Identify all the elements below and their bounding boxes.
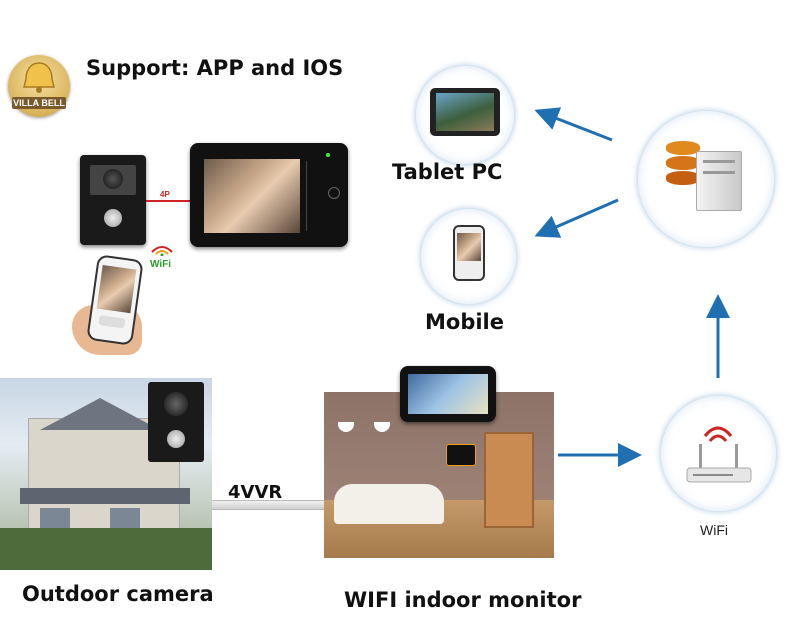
logo-text: VILLA BELL <box>12 97 66 109</box>
wifi-router-icon <box>686 426 752 483</box>
tablet-pc-node <box>415 65 515 165</box>
camera-lens-icon <box>103 169 123 189</box>
arrow-server-to-mobile <box>534 198 619 238</box>
server-tower-icon <box>696 151 742 211</box>
indoor-room-image <box>324 392 554 558</box>
monitor-screen <box>204 159 300 233</box>
tablet-pc-label: Tablet PC <box>392 160 503 184</box>
room-monitor-device <box>400 366 496 422</box>
cable-label: 4VVR <box>228 482 283 503</box>
support-heading: Support: APP and IOS <box>86 56 344 80</box>
database-icon <box>666 141 700 185</box>
doorbell-camera-unit <box>80 155 146 245</box>
wifi-node-label: WiFi <box>700 522 728 538</box>
cloud-server-node <box>637 110 775 248</box>
outdoor-camera-label: Outdoor camera <box>22 582 214 606</box>
power-led-icon <box>326 153 330 157</box>
tablet-icon <box>430 88 500 136</box>
connector-label: 4P <box>160 190 170 199</box>
mobile-node <box>420 208 517 305</box>
arrow-server-to-tablet <box>534 107 613 142</box>
call-button-icon <box>104 209 122 227</box>
mobile-phone-icon <box>453 225 485 281</box>
indoor-monitor-label: WIFI indoor monitor <box>344 588 582 612</box>
villa-bell-logo: VILLA BELL <box>8 55 70 117</box>
camera-lens-icon <box>164 392 188 416</box>
bell-icon <box>23 62 55 93</box>
outdoor-camera-device <box>148 382 204 462</box>
connector-line <box>146 200 192 202</box>
hand-holding-phone <box>72 254 152 360</box>
indoor-monitor-device <box>190 143 348 247</box>
wifi-badge-text: WiFi <box>150 259 172 270</box>
wifi-badge: WiFi <box>150 243 174 270</box>
wifi-router-node <box>660 395 777 512</box>
home-button-icon <box>328 187 340 199</box>
wifi-signal-icon <box>151 246 173 257</box>
cable-line <box>212 500 324 510</box>
call-button-icon <box>167 430 185 448</box>
mobile-label: Mobile <box>425 310 504 334</box>
